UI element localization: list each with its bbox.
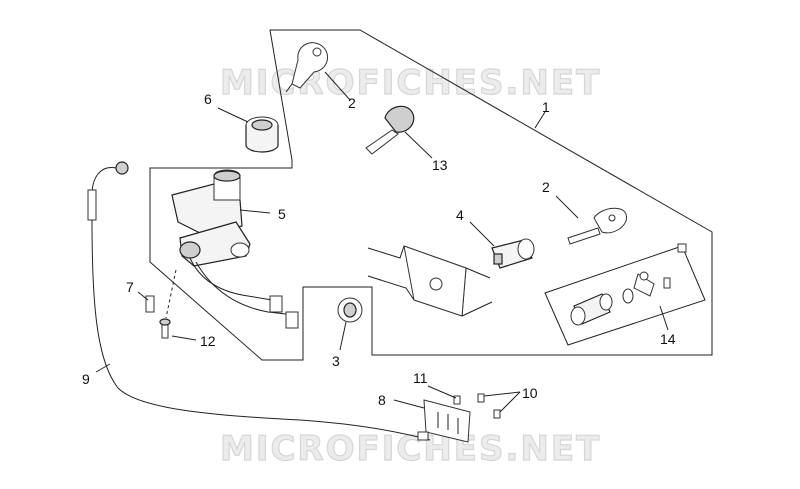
- pin-icon: [145, 295, 155, 313]
- ignition-key-icon: [365, 105, 415, 155]
- callout-4: 4: [456, 207, 464, 223]
- callout-6: 6: [204, 91, 212, 107]
- callout-11: 11: [413, 370, 428, 386]
- lock-kit-contents-icon: [570, 243, 687, 326]
- mounting-bracket-icon: [367, 245, 493, 317]
- callout-10: 10: [522, 385, 538, 401]
- callout-2-right: 2: [542, 179, 550, 195]
- callout-3: 3: [332, 353, 340, 369]
- screw-icon: [453, 395, 461, 405]
- callout-9: 9: [82, 371, 90, 387]
- lock-cylinder-icon: [491, 238, 535, 269]
- latch-plate-icon: [417, 399, 471, 443]
- key-blank-icon: [285, 42, 329, 93]
- callout-2-top: 2: [348, 95, 356, 111]
- screws-pair-icon: [477, 393, 501, 419]
- callout-14: 14: [660, 331, 676, 347]
- lock-ring-icon: [337, 297, 363, 323]
- callout-1: 1: [542, 99, 550, 115]
- kit-outline-group-14: [544, 245, 706, 346]
- callout-8: 8: [378, 392, 386, 408]
- lock-cap-icon: [245, 116, 279, 153]
- callout-7: 7: [126, 279, 134, 295]
- key-blank-icon-2: [567, 207, 628, 245]
- kit-outline-group-1: [149, 29, 713, 361]
- bolt-icon: [159, 318, 171, 339]
- callout-13: 13: [432, 157, 448, 173]
- callout-12: 12: [200, 333, 216, 349]
- watermark-top: MICROFICHES.NET: [220, 63, 601, 103]
- release-cable-icon: [87, 161, 431, 441]
- ignition-switch-icon: [171, 169, 299, 329]
- callout-5: 5: [278, 206, 286, 222]
